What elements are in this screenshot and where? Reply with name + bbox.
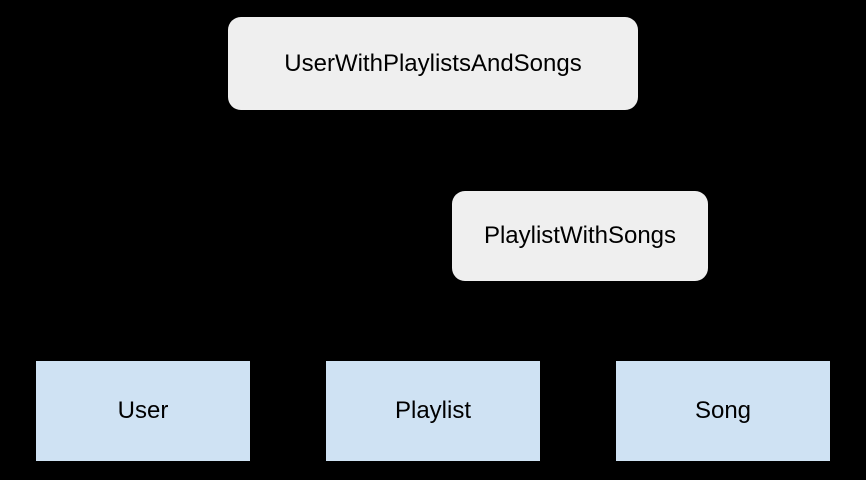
node-song: Song xyxy=(616,361,830,461)
node-user: User xyxy=(36,361,250,461)
node-label-song: Song xyxy=(694,397,752,424)
node-playlist: Playlist xyxy=(326,361,540,461)
node-user-with-playlists-and-songs: UserWithPlaylistsAndSongs xyxy=(228,17,638,110)
node-label-playlist-with-songs: PlaylistWithSongs xyxy=(483,222,677,249)
node-label-user: User xyxy=(117,397,169,424)
node-label-playlist: Playlist xyxy=(394,397,472,424)
node-label-user-with-playlists-and-songs: UserWithPlaylistsAndSongs xyxy=(284,49,582,77)
node-playlist-with-songs: PlaylistWithSongs xyxy=(452,191,708,281)
